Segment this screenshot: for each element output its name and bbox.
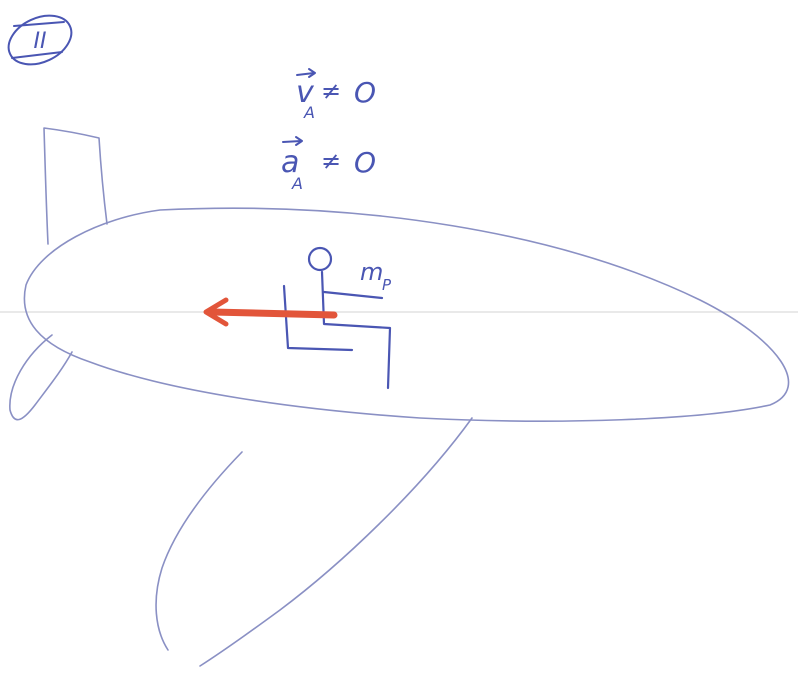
velocity-equation: v A ≠ O bbox=[296, 68, 376, 122]
velocity-zero: O bbox=[354, 76, 376, 109]
mass-symbol: m bbox=[360, 258, 383, 286]
mass-subscript: P bbox=[382, 276, 392, 294]
section-marker: II bbox=[7, 14, 73, 66]
force-arrow-shaft bbox=[208, 308, 338, 319]
section-label: II bbox=[34, 29, 47, 54]
passenger-body bbox=[320, 270, 392, 390]
force-arrow bbox=[203, 297, 338, 327]
acceleration-equation: a A ≠ O bbox=[281, 136, 376, 193]
section-oval bbox=[7, 14, 73, 66]
horizontal-stabilizer bbox=[9, 334, 73, 421]
acceleration-zero: O bbox=[354, 146, 376, 179]
velocity-symbol: v bbox=[296, 75, 315, 110]
tail-fin bbox=[43, 127, 108, 245]
acceleration-not-equal: ≠ bbox=[321, 147, 341, 175]
main-wing bbox=[199, 417, 473, 667]
fuselage bbox=[23, 207, 790, 422]
acceleration-symbol: a bbox=[281, 145, 299, 180]
force-arrow-head bbox=[203, 297, 229, 327]
passenger-head bbox=[307, 246, 333, 272]
airplane bbox=[9, 127, 790, 667]
velocity-not-equal: ≠ bbox=[321, 77, 341, 105]
passenger bbox=[282, 246, 392, 390]
velocity-subscript: A bbox=[303, 103, 315, 122]
passenger-arm bbox=[322, 290, 384, 300]
mass-label: m P bbox=[360, 258, 392, 294]
seat bbox=[282, 284, 354, 352]
main-wing-leading-edge bbox=[155, 451, 243, 651]
acceleration-subscript: A bbox=[291, 174, 303, 193]
